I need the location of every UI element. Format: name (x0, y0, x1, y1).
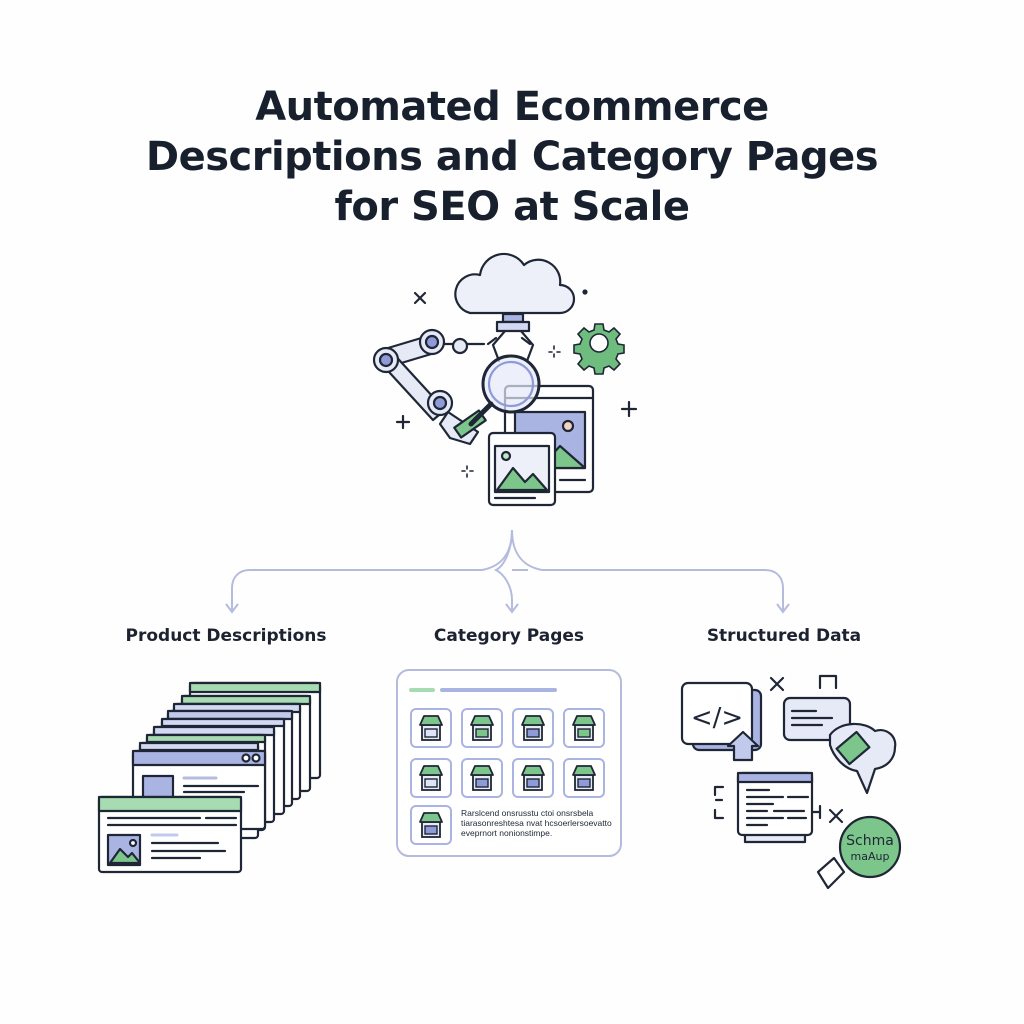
title-line-3: for SEO at Scale (334, 184, 691, 230)
shop-tile (461, 758, 503, 798)
branch-connector (225, 529, 790, 614)
store-icon (521, 715, 545, 726)
shop-tile (512, 758, 554, 798)
store-icon (572, 715, 596, 726)
robot-arm-icon (372, 328, 535, 446)
store-icon (470, 715, 494, 726)
gear-icon (573, 323, 625, 375)
category-description-line: Rarslcend onsrusstu ctoi onsrsbela (461, 808, 594, 818)
shop-tile (563, 708, 605, 748)
store-icon (419, 812, 443, 823)
data-window-icon (713, 771, 844, 844)
title-line-2: Descriptions and Category Pages (145, 134, 879, 180)
shop-tile (410, 758, 452, 798)
category-page-card: Rarslcend onsrusstu ctoi onsrsbela tiara… (396, 669, 622, 857)
shop-tile (410, 708, 452, 748)
shop-tile (410, 805, 452, 845)
category-description-line: tiarasonreshtesa nvat hcsoerlersoevatto (461, 818, 612, 828)
structured-data-illustration: </> Schma m (680, 674, 902, 890)
title-line-1: Automated Ecommerce (255, 84, 769, 130)
badge-text-line-2: maAup (851, 850, 890, 863)
store-icon (521, 765, 545, 776)
hero-robot-illustration (372, 252, 638, 507)
schema-markup-badge: Schma maAup (816, 815, 902, 890)
store-icon (572, 765, 596, 776)
category-description-line: eveprnort nonionstimpe. (461, 828, 552, 838)
product-description-stack (97, 681, 322, 874)
branch-label-category-pages: Category Pages (433, 626, 585, 646)
store-icon (419, 765, 443, 776)
page-title: Automated Ecommerce Descriptions and Cat… (0, 82, 1024, 232)
chat-bubble-icon (782, 696, 897, 795)
sparkle-icon (395, 289, 638, 478)
shop-tile (461, 708, 503, 748)
branch-label-product-descriptions: Product Descriptions (125, 626, 327, 646)
image-card-icon (487, 431, 557, 507)
cloud-icon (454, 252, 576, 333)
badge-text-line-1: Schma (846, 833, 894, 849)
store-icon (419, 715, 443, 726)
magnifier-icon (468, 354, 541, 427)
shop-tile (512, 708, 554, 748)
shop-tile (563, 758, 605, 798)
store-icon (470, 765, 494, 776)
code-glyph: </> (691, 703, 743, 733)
code-window-icon: </> (680, 681, 763, 762)
branch-label-structured-data: Structured Data (706, 626, 862, 646)
